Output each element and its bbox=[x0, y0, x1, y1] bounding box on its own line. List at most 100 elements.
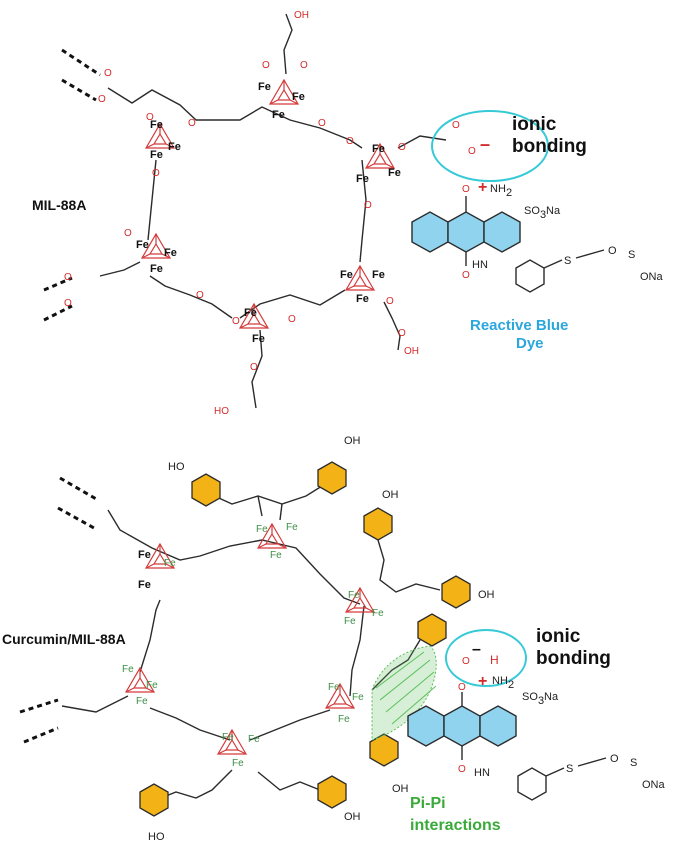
curcumin-ring-3 bbox=[363, 507, 393, 541]
svg-text:Fe: Fe bbox=[150, 149, 163, 161]
svg-text:HN: HN bbox=[474, 767, 490, 779]
svg-text:Fe: Fe bbox=[244, 307, 257, 319]
svg-text:Fe: Fe bbox=[146, 680, 158, 691]
mil88a-framework: Fe Fe Fe Fe Fe Fe Fe Fe Fe Fe Fe Fe Fe F… bbox=[43, 10, 460, 417]
ionic-label-bottom-2: bonding bbox=[536, 648, 611, 669]
plus-charge-top: + bbox=[478, 179, 487, 196]
svg-text:NH: NH bbox=[492, 675, 508, 687]
svg-text:OH: OH bbox=[392, 783, 409, 795]
svg-text:OH: OH bbox=[382, 489, 399, 501]
svg-text:ONa: ONa bbox=[640, 271, 664, 283]
svg-text:OH: OH bbox=[478, 589, 495, 601]
pipi-label-2: interactions bbox=[410, 817, 501, 834]
svg-text:O: O bbox=[232, 316, 240, 327]
svg-text:SO: SO bbox=[524, 205, 540, 217]
svg-text:O: O bbox=[318, 118, 326, 129]
svg-text:Fe: Fe bbox=[340, 269, 353, 281]
svg-text:O: O bbox=[458, 682, 466, 693]
svg-text:ONa: ONa bbox=[642, 779, 666, 791]
svg-text:NH: NH bbox=[490, 183, 506, 195]
svg-text:OH: OH bbox=[344, 811, 361, 823]
svg-text:Fe: Fe bbox=[256, 524, 268, 535]
minus-charge-bottom: – bbox=[472, 641, 481, 658]
svg-text:Fe: Fe bbox=[328, 682, 340, 693]
svg-text:S: S bbox=[628, 249, 635, 261]
svg-text:Fe: Fe bbox=[348, 590, 360, 601]
ionic-bond-circle-top bbox=[431, 110, 549, 182]
fe-atom-labels-bottom: Fe Fe Fe Fe Fe Fe Fe Fe Fe Fe Fe Fe Fe F… bbox=[122, 522, 384, 769]
svg-text:O: O bbox=[104, 68, 112, 79]
svg-text:Fe: Fe bbox=[136, 239, 149, 251]
svg-text:Fe: Fe bbox=[270, 550, 282, 561]
svg-text:O: O bbox=[262, 60, 270, 71]
svg-text:O: O bbox=[64, 298, 72, 309]
reactive-blue-dye-bottom: O O + NH 2 SO 3 Na HN S O S ONa bbox=[407, 673, 666, 801]
svg-text:OH: OH bbox=[344, 435, 361, 447]
plus-charge-bottom: + bbox=[478, 673, 487, 690]
svg-text:O: O bbox=[146, 112, 154, 123]
minus-charge-top: – bbox=[480, 134, 490, 154]
svg-text:Fe: Fe bbox=[168, 141, 181, 153]
svg-text:Fe: Fe bbox=[272, 109, 285, 121]
ionic-label-top-2: bonding bbox=[512, 136, 587, 157]
svg-text:Fe: Fe bbox=[372, 269, 385, 281]
curcumin-mil88a-framework: Fe Fe Fe Fe Fe Fe Fe Fe Fe Fe Fe Fe Fe F… bbox=[19, 435, 495, 843]
svg-text:SO: SO bbox=[522, 691, 538, 703]
curcumin-ring-1 bbox=[191, 473, 221, 507]
svg-text:3: 3 bbox=[538, 695, 544, 707]
svg-text:O: O bbox=[300, 60, 308, 71]
svg-text:Fe: Fe bbox=[372, 143, 385, 155]
svg-text:Fe: Fe bbox=[388, 167, 401, 179]
carboxylate-oxygen-top: O bbox=[468, 146, 476, 157]
reactive-blue-dye-top: O O + NH 2 SO 3 Na HN S O S ONa bbox=[411, 179, 664, 293]
svg-text:3: 3 bbox=[540, 209, 546, 221]
svg-text:Fe: Fe bbox=[356, 173, 369, 185]
svg-text:O: O bbox=[64, 272, 72, 283]
svg-text:Fe: Fe bbox=[292, 91, 305, 103]
curcumin-ring-4 bbox=[441, 575, 471, 609]
svg-text:Fe: Fe bbox=[138, 549, 151, 561]
curcumin-ring-2 bbox=[317, 461, 347, 495]
svg-text:HO: HO bbox=[148, 831, 165, 843]
svg-text:Fe: Fe bbox=[150, 119, 163, 131]
svg-text:O: O bbox=[462, 184, 470, 195]
right-cooh: OH bbox=[404, 346, 419, 357]
svg-text:Fe: Fe bbox=[356, 293, 369, 305]
svg-text:Fe: Fe bbox=[222, 732, 234, 743]
svg-text:O: O bbox=[98, 94, 106, 105]
dye-label-1: Reactive Blue bbox=[470, 317, 568, 334]
bottom-cooh: HO bbox=[214, 406, 229, 417]
oxygen-labels: O O O O O O O O O O O O O O O O O O O O … bbox=[64, 60, 460, 373]
oxygen-minus-bottom: O bbox=[462, 656, 470, 667]
svg-text:O: O bbox=[152, 168, 160, 179]
pi-pi-cloud bbox=[371, 645, 437, 741]
svg-text:Fe: Fe bbox=[286, 522, 298, 533]
dye-label-2: Dye bbox=[516, 335, 544, 352]
svg-text:Fe: Fe bbox=[338, 714, 350, 725]
svg-text:Fe: Fe bbox=[352, 692, 364, 703]
curcumin-ring-6 bbox=[369, 733, 399, 767]
svg-text:Fe: Fe bbox=[164, 247, 177, 259]
svg-text:S: S bbox=[564, 255, 571, 267]
svg-text:O: O bbox=[250, 362, 258, 373]
svg-text:Fe: Fe bbox=[122, 664, 134, 675]
ionic-label-bottom-1: ionic bbox=[536, 626, 581, 647]
fe-atom-labels: Fe Fe Fe Fe Fe Fe Fe Fe Fe Fe Fe Fe Fe F… bbox=[136, 81, 401, 345]
svg-text:O: O bbox=[124, 228, 132, 239]
top-cooh: OH bbox=[294, 10, 309, 21]
svg-text:Fe: Fe bbox=[138, 579, 151, 591]
curcumin-ring-5 bbox=[417, 613, 447, 647]
svg-text:HO: HO bbox=[168, 461, 185, 473]
svg-text:O: O bbox=[288, 314, 296, 325]
svg-text:O: O bbox=[452, 120, 460, 131]
curcumin-ring-8 bbox=[317, 775, 347, 809]
svg-text:O: O bbox=[458, 764, 466, 775]
curcumin-ring-7 bbox=[139, 783, 169, 817]
svg-text:O: O bbox=[196, 290, 204, 301]
svg-text:Na: Na bbox=[546, 205, 561, 217]
svg-text:Fe: Fe bbox=[232, 758, 244, 769]
svg-text:S: S bbox=[630, 757, 637, 769]
svg-text:Fe: Fe bbox=[252, 333, 265, 345]
svg-text:O: O bbox=[346, 136, 354, 147]
svg-text:O: O bbox=[364, 200, 372, 211]
